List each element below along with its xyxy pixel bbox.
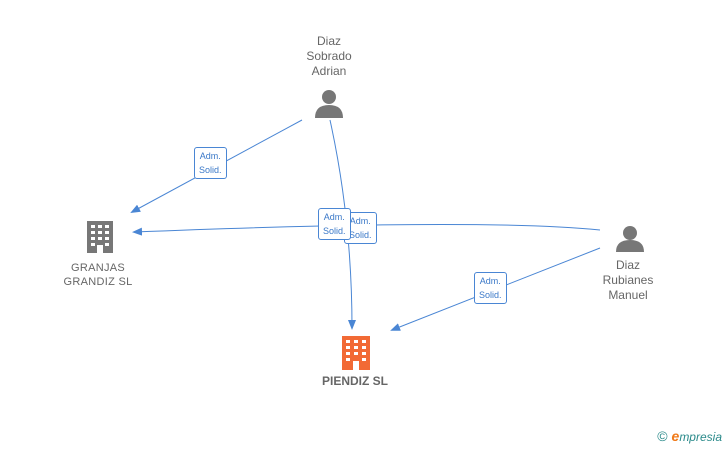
person-icon — [616, 226, 644, 252]
node-label-company-left[interactable]: GRANJAS GRANDIZ SL — [63, 262, 133, 288]
brand-footer: © empresia — [657, 428, 722, 444]
node-label-person-right[interactable]: Diaz Rubianes Manuel — [602, 258, 654, 302]
edge-label-adm-solid: Adm. Solid. — [474, 272, 507, 304]
node-label-person-top[interactable]: Diaz Sobrado Adrian — [306, 34, 352, 78]
edge-label-adm-solid: Adm. Solid. — [318, 208, 351, 240]
brand-initial: e — [671, 428, 680, 444]
copyright-symbol: © — [657, 428, 668, 444]
person-icon — [315, 90, 343, 118]
brand-name: mpresia — [679, 430, 722, 444]
brand-logo[interactable]: empresia — [672, 428, 722, 444]
building-icon — [342, 336, 370, 370]
building-icon — [87, 221, 113, 253]
node-label-company-main[interactable]: PIENDIZ SL — [321, 374, 388, 388]
edge-right-to-granjas — [132, 223, 601, 236]
edge-label-adm-solid: Adm. Solid. — [194, 147, 227, 179]
